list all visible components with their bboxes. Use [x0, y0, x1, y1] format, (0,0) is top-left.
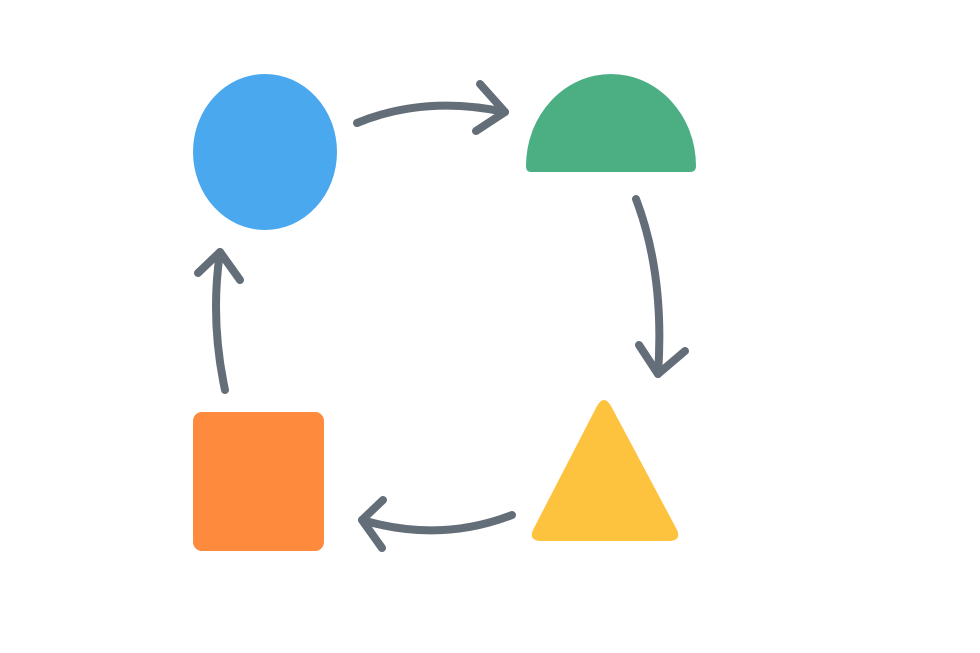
arrow-semicircle-to-triangle	[632, 195, 689, 378]
green-semicircle-node	[526, 74, 696, 172]
arrow-circle-to-semicircle	[353, 80, 509, 135]
orange-square-node	[193, 412, 324, 551]
arrow-triangle-to-square	[358, 496, 516, 552]
arrow-square-to-circle	[194, 248, 244, 394]
blue-circle-node	[193, 74, 337, 230]
yellow-triangle-node	[531, 400, 679, 541]
